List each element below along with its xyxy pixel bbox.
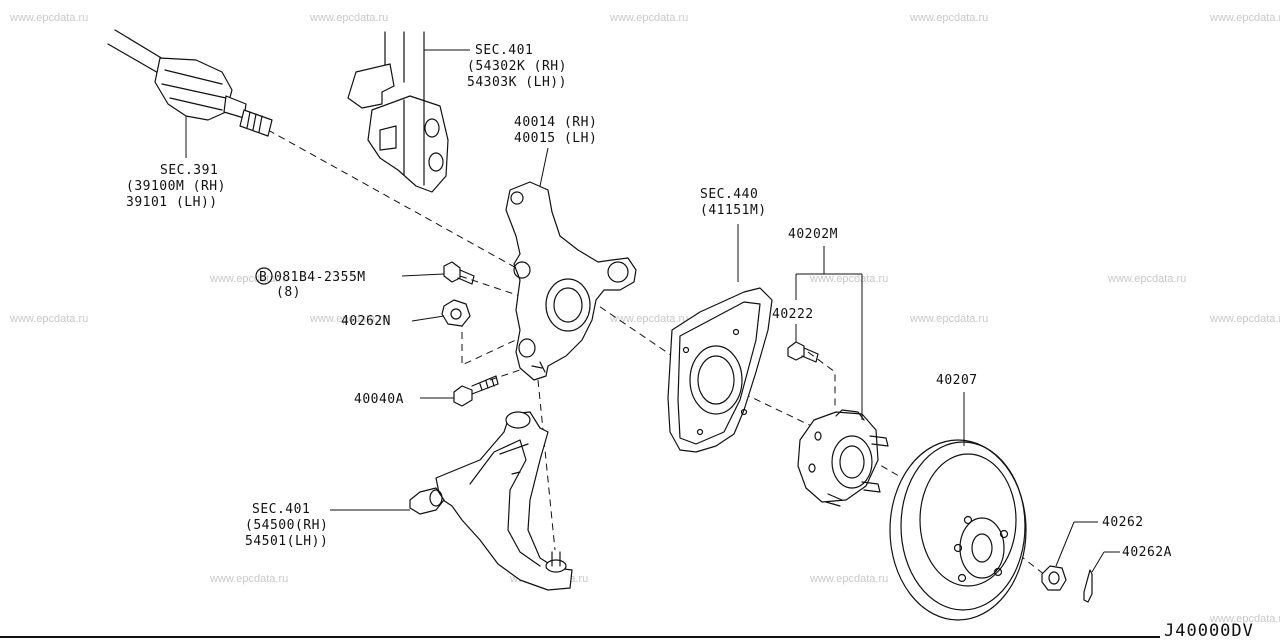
drive-shaft[interactable]	[107, 29, 273, 137]
callout-line: 39101 (LH))	[126, 195, 218, 210]
callout-40040a[interactable]: 40040A	[354, 392, 404, 407]
callout-line: 081B4-2355M	[274, 270, 366, 285]
callout-40207[interactable]: 40207	[936, 373, 978, 388]
strut-bracket[interactable]	[347, 31, 449, 193]
bolt-081b4[interactable]	[443, 261, 475, 285]
callout-line: (54500(RH)	[245, 518, 328, 533]
callout-line: SEC.401	[475, 43, 533, 58]
callout-line: 54303K (LH))	[467, 75, 567, 90]
circled-b-badge	[255, 267, 273, 285]
diagram-code: J40000DV	[1164, 621, 1254, 640]
watermark: www.epcdata.ru	[909, 313, 988, 325]
callout-line: (41151M)	[700, 203, 767, 218]
assembly-axis	[267, 129, 1046, 576]
lower-control-arm[interactable]	[409, 411, 573, 591]
callout-40262[interactable]: 40262	[1102, 515, 1144, 530]
nut-40262n[interactable]	[441, 299, 471, 327]
callout-40262n[interactable]: 40262N	[341, 314, 391, 329]
callout-40262a[interactable]: 40262A	[1122, 545, 1172, 560]
brake-rotor[interactable]	[889, 439, 1027, 621]
callout-40202m[interactable]: 40202M	[788, 227, 838, 242]
hub-bolt-40222[interactable]	[787, 341, 819, 363]
badge-letter: B	[259, 270, 267, 285]
watermark: www.epcdata.ru	[609, 12, 688, 24]
cotter-pin[interactable]	[1083, 569, 1093, 603]
watermark: www.epcdata.ru	[609, 313, 688, 325]
watermark: www.epcdata.ru	[309, 12, 388, 24]
callout-line: SEC.401	[252, 502, 310, 517]
watermark: www.epcdata.ru	[209, 573, 288, 585]
watermark: www.epcdata.ru	[1209, 613, 1280, 625]
watermark: www.epcdata.ru	[809, 573, 888, 585]
watermark: www.epcdata.ru	[9, 12, 88, 24]
callout-line: 54501(LH))	[245, 534, 328, 549]
baffle-plate[interactable]	[667, 287, 773, 453]
callout-strut[interactable]: SEC.401 (54302K (RH) 54303K (LH))	[467, 43, 567, 90]
hub-nut-40262[interactable]	[1041, 565, 1067, 591]
leader-lines	[185, 49, 1120, 573]
callout-line: (54302K (RH)	[467, 59, 567, 74]
callout-qty: (8)	[276, 285, 301, 300]
watermark: www.epcdata.ru	[1209, 12, 1280, 24]
watermark: www.epcdata.ru	[809, 273, 888, 285]
callout-line: 40014 (RH)	[514, 115, 597, 130]
wheel-hub-assembly[interactable]	[797, 409, 889, 507]
watermark: www.epcdata.ru	[1209, 313, 1280, 325]
callout-40222[interactable]: 40222	[772, 307, 814, 322]
callout-driveshaft[interactable]: SEC.391 (39100M (RH) 39101 (LH))	[126, 163, 226, 210]
callout-knuckle[interactable]: 40014 (RH) 40015 (LH)	[514, 115, 597, 146]
callout-line: SEC.440	[700, 187, 758, 202]
callout-line: SEC.391	[160, 163, 218, 178]
callout-lower-arm[interactable]: SEC.401 (54500(RH) 54501(LH))	[245, 502, 328, 549]
watermark: www.epcdata.ru	[9, 313, 88, 325]
watermark: www.epcdata.ru	[309, 313, 388, 325]
callout-line: 40015 (LH)	[514, 131, 597, 146]
callout-baffle[interactable]: SEC.440 (41151M)	[700, 187, 767, 218]
bolt-40040a[interactable]	[453, 375, 499, 407]
callout-line: (39100M (RH)	[126, 179, 226, 194]
callout-bolt-b[interactable]: B 081B4-2355M (8)	[255, 267, 366, 300]
steering-knuckle[interactable]	[505, 181, 637, 381]
watermark: www.epcdata.ru	[909, 12, 988, 24]
watermark: www.epcdata.ru	[1107, 273, 1186, 285]
